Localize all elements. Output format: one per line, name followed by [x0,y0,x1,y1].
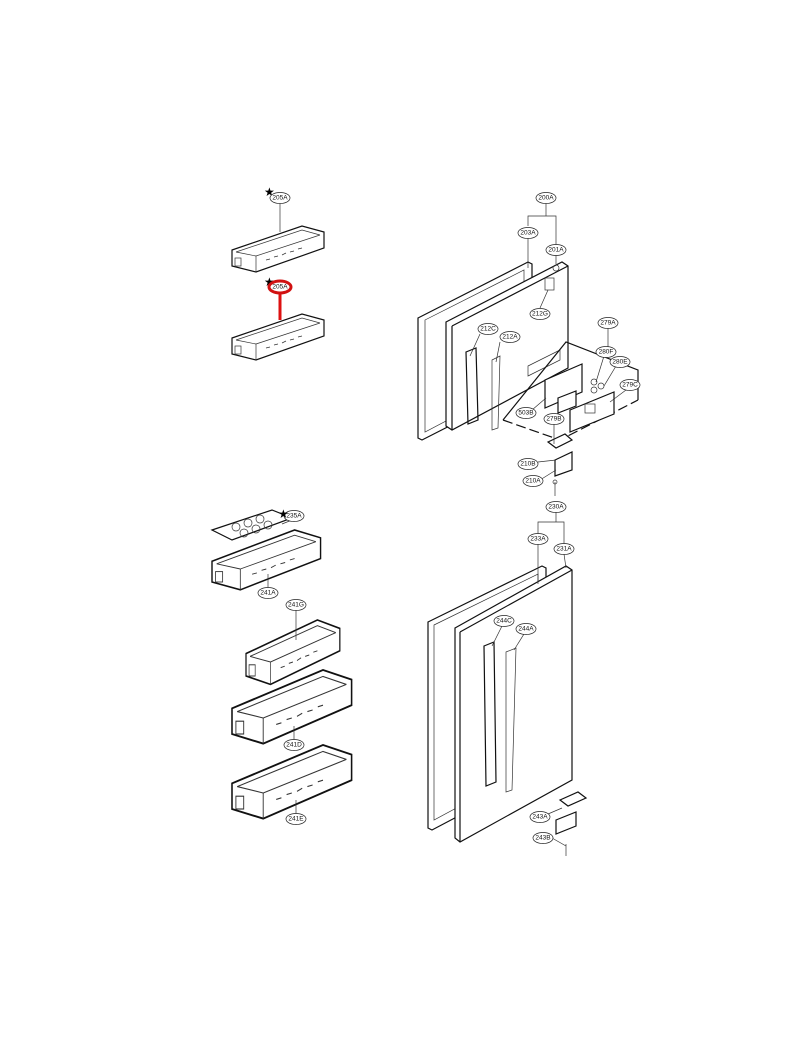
svg-text:231A: 231A [556,546,572,553]
star-marker: ★ [278,507,289,521]
label-200A[interactable]: 200A [535,192,557,204]
svg-text:203A: 203A [520,230,536,237]
svg-text:241E: 241E [288,816,304,823]
label-279B[interactable]: 279B [543,413,565,425]
svg-text:205A: 205A [272,195,288,202]
label-210A[interactable]: 210A [522,475,544,487]
svg-text:280E: 280E [612,359,628,366]
svg-text:279C: 279C [622,382,638,389]
label-243B[interactable]: 243B [532,832,554,844]
door-bin-205A-selected[interactable] [231,313,325,361]
label-241E[interactable]: 241E [285,813,307,825]
door-bin-205A-top[interactable] [231,225,325,273]
label-205A-highlighted[interactable]: 205A [267,279,293,295]
svg-text:241D: 241D [286,742,302,749]
svg-text:243B: 243B [535,835,550,842]
door-bin-241E[interactable] [231,744,353,820]
label-244A[interactable]: 244A [515,623,537,635]
star-marker: ★ [264,275,275,289]
svg-text:241G: 241G [288,602,304,609]
door-bin-241D[interactable] [231,669,353,745]
label-280E[interactable]: 280E [609,356,631,368]
label-212A[interactable]: 212A [499,331,521,343]
door-200A[interactable] [445,261,569,431]
label-210B[interactable]: 210B [517,458,539,470]
label-233A[interactable]: 233A [527,533,549,545]
hinge-210B[interactable] [546,433,574,496]
svg-text:230A: 230A [548,504,564,511]
svg-text:243A: 243A [532,814,548,821]
svg-text:205A: 205A [272,284,288,291]
svg-text:244A: 244A [518,626,534,633]
label-241D[interactable]: 241D [283,739,305,751]
hinge-243A[interactable] [555,791,588,856]
label-241G[interactable]: 241G [285,599,307,611]
svg-text:212C: 212C [480,326,496,333]
svg-text:280F: 280F [599,349,614,356]
svg-text:212A: 212A [502,334,518,341]
svg-text:244C: 244C [496,618,512,625]
label-203A[interactable]: 203A [517,227,539,239]
label-241A[interactable]: 241A [257,587,279,599]
label-243A[interactable]: 243A [529,811,551,823]
svg-text:200A: 200A [538,195,554,202]
door-bin-241A[interactable] [211,529,322,591]
label-279A[interactable]: 279A [597,317,619,329]
svg-text:210B: 210B [520,461,535,468]
svg-text:503B: 503B [518,410,533,417]
svg-text:279A: 279A [600,320,616,327]
svg-text:212G: 212G [532,311,548,318]
svg-text:241A: 241A [260,590,276,597]
label-205A[interactable]: 205A [269,192,291,204]
label-201A[interactable]: 201A [545,244,567,256]
label-230A[interactable]: 230A [545,501,567,513]
star-marker: ★ [264,185,275,199]
svg-text:210A: 210A [525,478,541,485]
label-235A[interactable]: 235A [283,510,305,522]
svg-text:233A: 233A [530,536,546,543]
svg-text:201A: 201A [548,247,564,254]
label-279C[interactable]: 279C [619,379,641,391]
svg-text:279B: 279B [546,416,561,423]
label-212C[interactable]: 212C [477,323,499,335]
label-244C[interactable]: 244C [493,615,515,627]
label-212G[interactable]: 212G [529,308,551,320]
label-503B[interactable]: 503B [515,407,537,419]
label-280F[interactable]: 280F [595,346,617,358]
leader-lines [267,204,627,847]
svg-text:235A: 235A [286,513,302,520]
label-231A[interactable]: 231A [553,543,575,555]
